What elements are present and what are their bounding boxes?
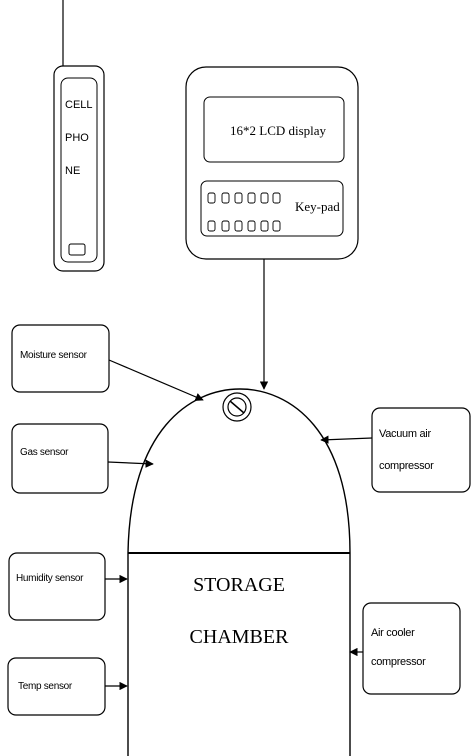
humidity-sensor-box xyxy=(8,552,106,621)
vacuum-air-compressor: Vacuum air compressor xyxy=(320,407,471,493)
temp-sensor-label: Temp sensor xyxy=(18,681,73,692)
vacuum-compressor-label-line-1: Vacuum air xyxy=(379,428,431,440)
air-cooler-label-line-1: Air cooler xyxy=(371,627,415,639)
phone-label-line-1: CELL xyxy=(65,99,93,111)
key xyxy=(221,192,230,204)
gas-sensor: Gas sensor xyxy=(11,423,154,494)
air-cooler-compressor: Air cooler compressor xyxy=(349,602,461,695)
key xyxy=(247,220,256,232)
lcd-display-label: 16*2 LCD display xyxy=(230,123,327,138)
key xyxy=(247,192,256,204)
phone-label-line-3: NE xyxy=(65,165,80,177)
storage-chamber: STORAGE CHAMBER xyxy=(127,388,351,756)
vacuum-compressor-box xyxy=(371,407,471,493)
air-cooler-label-line-2: compressor xyxy=(371,656,426,668)
phone-home-button xyxy=(68,243,86,256)
key xyxy=(207,220,216,232)
cell-phone: CELL PHO NE xyxy=(53,0,105,272)
key xyxy=(272,192,281,204)
key xyxy=(272,220,281,232)
phone-screen xyxy=(60,77,98,263)
lcd-display xyxy=(203,96,345,163)
key xyxy=(234,192,243,204)
chamber-dome xyxy=(127,388,351,554)
moisture-sensor: Moisture sensor xyxy=(11,324,204,401)
phone-label-line-2: PHO xyxy=(65,132,89,144)
key xyxy=(221,220,230,232)
valve-icon xyxy=(222,392,252,422)
keypad-keys xyxy=(207,192,281,232)
control-unit: 16*2 LCD display Key-pad xyxy=(185,66,359,260)
vacuum-compressor-arrow xyxy=(320,435,373,444)
vacuum-compressor-label-line-2: compressor xyxy=(379,460,434,472)
air-cooler-box xyxy=(362,602,461,695)
key xyxy=(234,220,243,232)
chamber-label-line-1: STORAGE xyxy=(193,574,285,596)
moisture-sensor-label: Moisture sensor xyxy=(20,350,88,361)
key xyxy=(260,192,269,204)
key xyxy=(260,220,269,232)
temp-sensor: Temp sensor xyxy=(7,657,128,716)
chamber-label-line-2: CHAMBER xyxy=(190,626,290,648)
keypad-label: Key-pad xyxy=(295,199,340,214)
gas-sensor-label: Gas sensor xyxy=(20,447,69,458)
humidity-sensor: Humidity sensor xyxy=(8,552,128,621)
moisture-sensor-box xyxy=(11,324,110,393)
humidity-sensor-label: Humidity sensor xyxy=(16,573,84,584)
moisture-sensor-arrow xyxy=(108,359,204,401)
gas-sensor-box xyxy=(11,423,109,494)
key xyxy=(207,192,216,204)
gas-sensor-arrow xyxy=(107,459,154,468)
